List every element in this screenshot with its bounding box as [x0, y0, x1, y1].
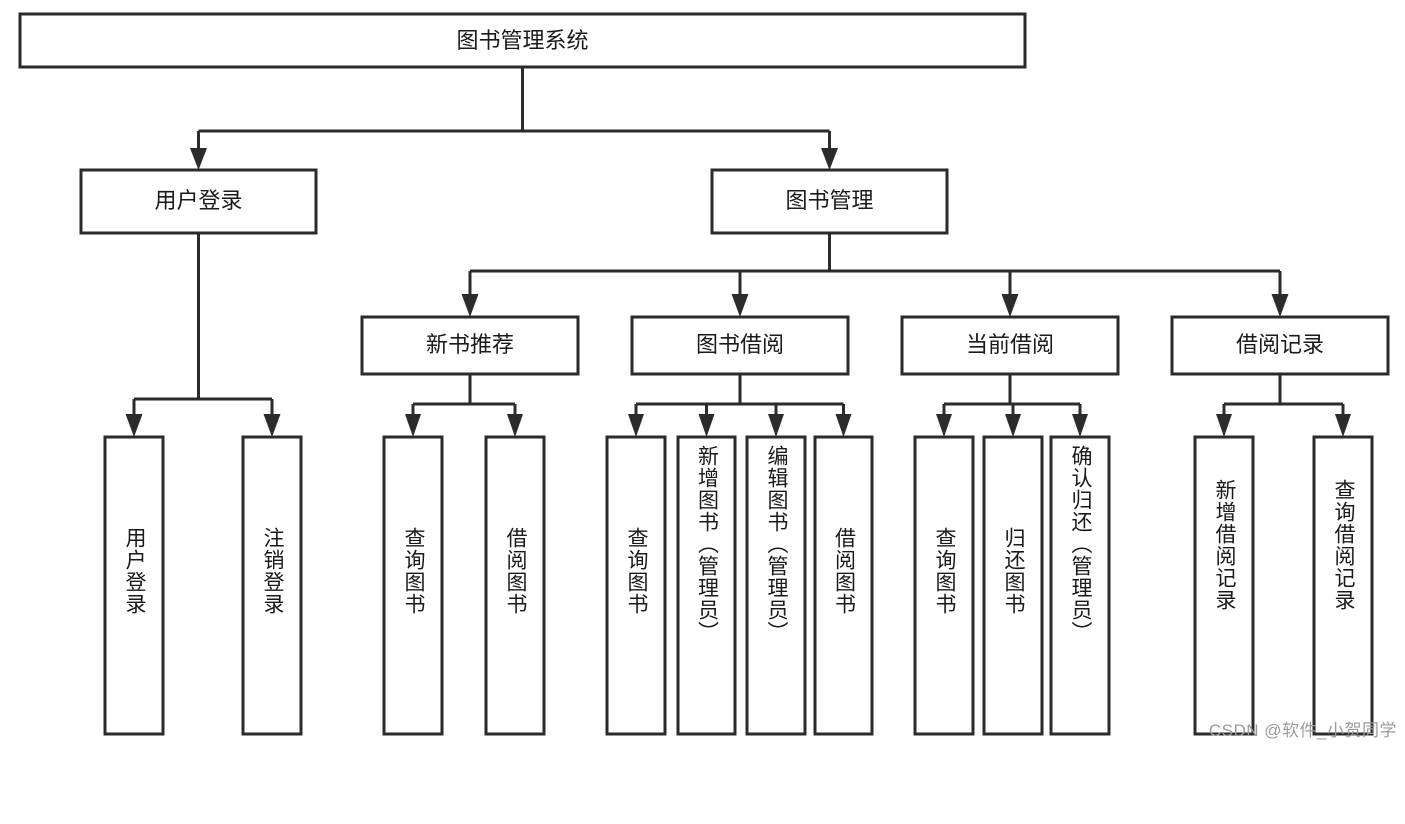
arrow-to-borrow-record: [1271, 294, 1289, 317]
node-leaf-confirm-return-admin-box[interactable]: [1049, 435, 1111, 736]
arrow-to-book-manage: [821, 148, 838, 170]
arrow-to-leaf-add-borrow-record: [1216, 414, 1232, 437]
node-leaf-query-book-current-box[interactable]: [913, 435, 975, 736]
node-leaf-query-book-borrow-box[interactable]: [605, 435, 667, 736]
arrow-to-leaf-return-book: [1005, 414, 1021, 437]
arrow-to-leaf-query-book-borrow: [628, 414, 644, 437]
nodes-layer: 图书管理系统 用户登录 图书管理 新书推荐 图书借阅 当前借阅 借阅记录: [18, 12, 1390, 736]
connectors-layer: [125, 67, 1351, 437]
diagram-canvas: 图书管理系统 用户登录 图书管理 新书推荐 图书借阅 当前借阅 借阅记录: [18, 12, 1390, 736]
node-book-borrow-label: 图书借阅: [696, 332, 784, 357]
arrow-to-leaf-user-logout: [263, 414, 281, 437]
node-leaf-add-borrow-record-box[interactable]: [1193, 435, 1255, 736]
arrow-to-leaf-add-book-admin: [698, 414, 715, 437]
node-leaf-edit-book-admin-box[interactable]: [745, 435, 807, 736]
node-new-book-recommend-label: 新书推荐: [426, 332, 514, 357]
node-user-login-label: 用户登录: [154, 188, 242, 213]
node-root-label: 图书管理系统: [456, 28, 588, 53]
node-book-manage-box[interactable]: [710, 168, 949, 235]
node-book-manage-label: 图书管理: [785, 188, 873, 213]
node-leaf-borrow-book-box[interactable]: [813, 435, 874, 736]
node-leaf-add-book-admin-box[interactable]: [676, 435, 737, 736]
node-new-book-recommend-box[interactable]: [360, 315, 580, 376]
node-current-borrow-label: 当前借阅: [966, 332, 1054, 357]
node-borrow-record-label: 借阅记录: [1236, 332, 1324, 357]
node-root-box[interactable]: [18, 12, 1027, 69]
node-borrow-record-box[interactable]: [1170, 315, 1390, 376]
node-leaf-user-logout-box[interactable]: [241, 435, 303, 736]
node-leaf-user-login-box[interactable]: [103, 435, 165, 736]
csdn-watermark: CSDN @软件_小贺同学: [1208, 721, 1397, 740]
arrow-to-leaf-query-book-rec: [405, 414, 421, 437]
node-leaf-return-book-box[interactable]: [982, 435, 1044, 736]
arrow-to-user-login: [190, 148, 207, 170]
node-current-borrow-box[interactable]: [900, 315, 1120, 376]
arrow-to-leaf-confirm-return-admin: [1072, 414, 1088, 437]
arrow-to-leaf-query-book-current: [936, 414, 952, 437]
node-leaf-query-borrow-record-box[interactable]: [1312, 435, 1374, 736]
node-leaf-query-book-rec-box[interactable]: [382, 435, 444, 736]
arrow-to-leaf-query-borrow-record: [1335, 414, 1351, 437]
node-leaf-borrow-book-rec-box[interactable]: [484, 435, 546, 736]
node-book-borrow-box[interactable]: [630, 315, 850, 376]
arrow-to-leaf-edit-book-admin: [768, 414, 784, 437]
arrow-to-current-borrow: [1001, 294, 1019, 317]
arrow-to-leaf-user-login: [125, 414, 143, 437]
system-function-tree-diagram: 图书管理系统 用户登录 图书管理 新书推荐 图书借阅 当前借阅 借阅记录: [18, 12, 1397, 740]
arrow-to-leaf-borrow-book-rec: [507, 414, 523, 437]
arrow-to-book-borrow: [731, 294, 749, 317]
arrow-to-new-book-recommend: [461, 294, 479, 317]
node-user-login-box[interactable]: [79, 168, 318, 235]
arrow-to-leaf-borrow-book: [835, 414, 852, 437]
